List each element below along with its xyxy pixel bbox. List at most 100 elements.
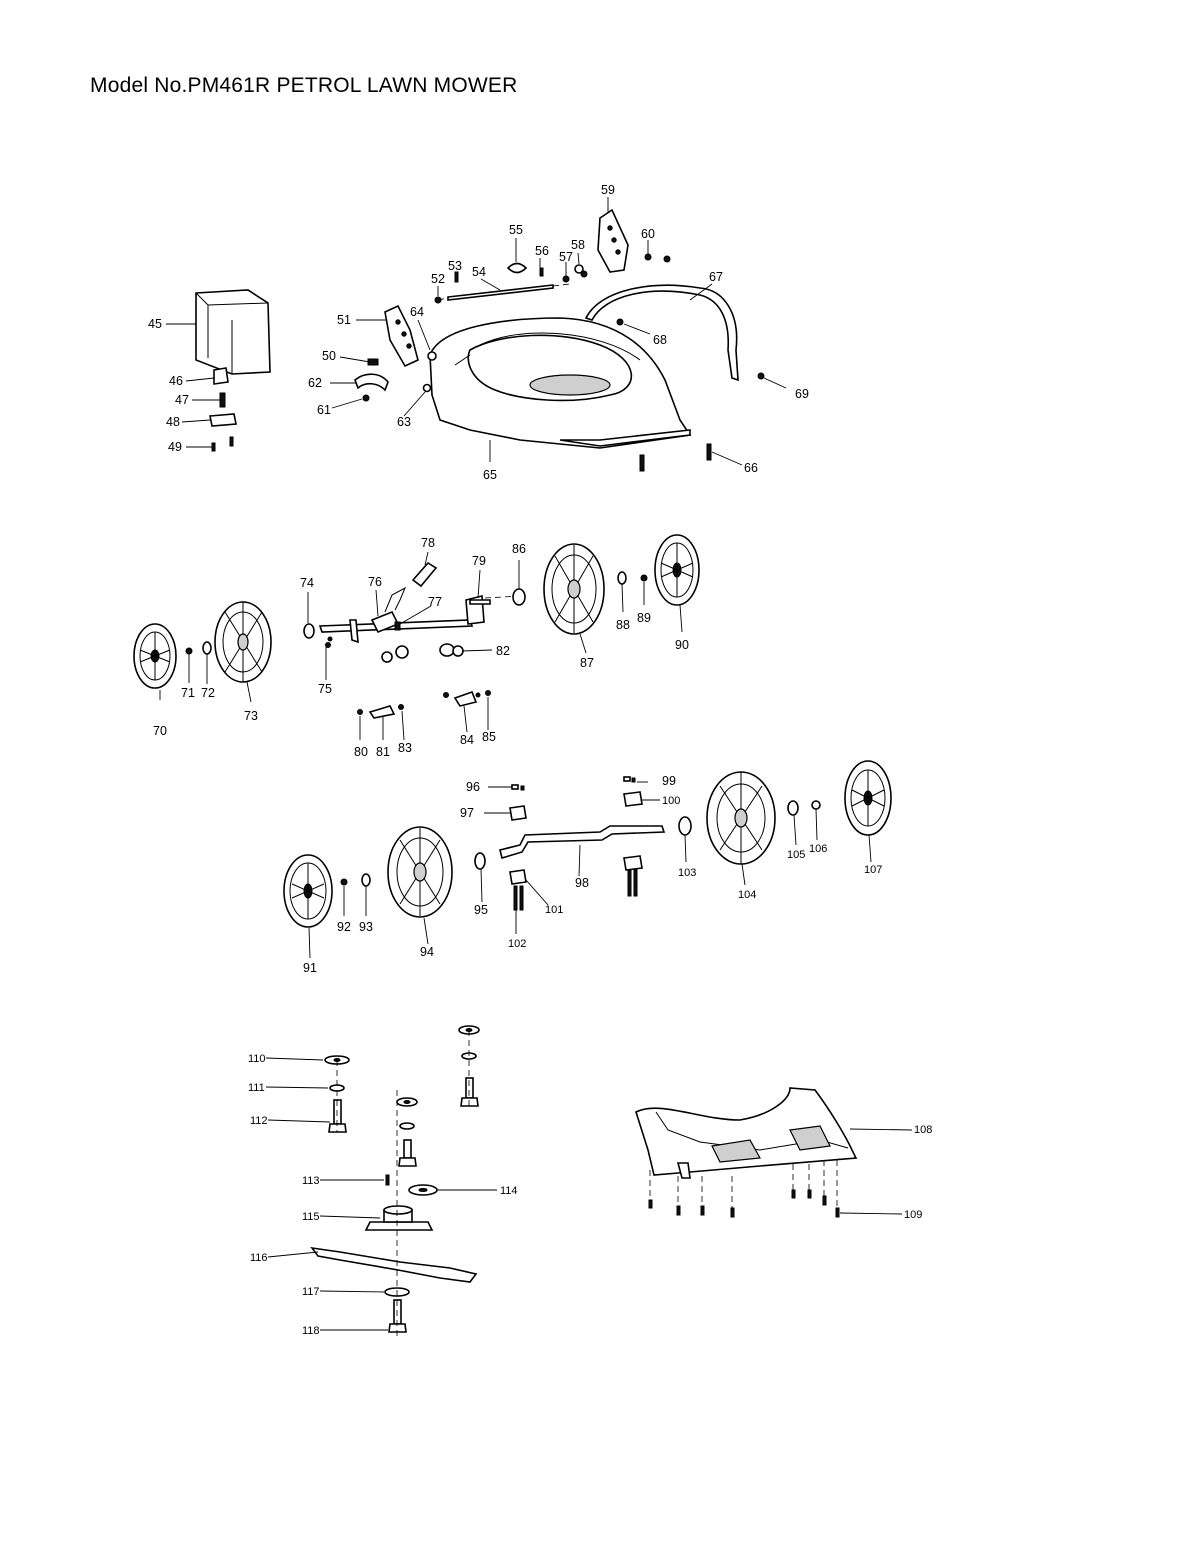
wheel-94: [387, 826, 453, 918]
front-axle-assembly: [318, 594, 491, 644]
label-68: 68: [653, 333, 667, 347]
label-67: 67: [709, 270, 723, 284]
hubcap-70: [133, 623, 177, 689]
blade-adapter-115: [364, 1205, 434, 1231]
svg-text:82: 82: [496, 644, 510, 658]
bolt-112: [328, 1099, 347, 1133]
svg-text:56: 56: [535, 244, 549, 258]
svg-text:101: 101: [545, 904, 563, 916]
label-81: 81: [376, 745, 390, 759]
nut-92: [340, 878, 348, 886]
nut-57: [562, 275, 570, 283]
label-107: 107: [864, 864, 882, 876]
svg-text:46: 46: [169, 374, 183, 388]
svg-text:86: 86: [512, 542, 526, 556]
nut-89: [640, 574, 648, 582]
svg-text:72: 72: [201, 686, 215, 700]
label-92: 92: [337, 920, 351, 934]
wheel-87: [543, 543, 605, 635]
svg-text:83: 83: [398, 741, 412, 755]
label-109: 109: [904, 1209, 922, 1221]
svg-text:75: 75: [318, 682, 332, 696]
label-73: 73: [244, 709, 258, 723]
wheel-73: [214, 601, 272, 683]
label-100: 100: [662, 795, 680, 807]
nut-71: [185, 647, 193, 655]
bearing-86: [512, 588, 526, 606]
svg-text:62: 62: [308, 376, 322, 390]
svg-text:81: 81: [376, 745, 390, 759]
svg-text:63: 63: [397, 415, 411, 429]
label-65: 65: [483, 468, 497, 482]
label-114: 114: [500, 1185, 518, 1197]
label-82: 82: [496, 644, 510, 658]
svg-text:102: 102: [508, 938, 526, 950]
blade-116: [310, 1246, 478, 1283]
svg-text:48: 48: [166, 415, 180, 429]
label-58: 58: [571, 238, 585, 252]
svg-text:118: 118: [302, 1325, 320, 1337]
blade-center-axis: [336, 1030, 470, 1340]
bolt-68: [616, 318, 624, 326]
label-76: 76: [368, 575, 382, 589]
svg-text:94: 94: [420, 945, 434, 959]
wheel-104: [706, 771, 776, 865]
adjuster-62: [354, 373, 389, 392]
label-93: 93: [359, 920, 373, 934]
svg-text:98: 98: [575, 876, 589, 890]
svg-text:79: 79: [472, 554, 486, 568]
label-111: 111: [248, 1082, 265, 1094]
nut-106: [811, 800, 821, 810]
mower-deck-65: [429, 317, 692, 449]
rod-79: [484, 595, 521, 599]
label-69: 69: [795, 387, 809, 401]
label-46: 46: [169, 374, 183, 388]
label-53: 53: [448, 259, 462, 273]
label-62: 62: [308, 376, 322, 390]
svg-text:106: 106: [809, 843, 827, 855]
label-70: 70: [153, 724, 167, 738]
hinge-46: [213, 367, 229, 385]
svg-text:110: 110: [248, 1053, 266, 1065]
clamp-84: [443, 690, 491, 707]
bearing-93: [361, 873, 371, 887]
label-72: 72: [201, 686, 215, 700]
nut-52: [434, 296, 442, 304]
svg-text:88: 88: [616, 618, 630, 632]
label-57: 57: [559, 250, 573, 264]
label-91: 91: [303, 961, 317, 975]
pin-56: [539, 267, 544, 277]
svg-text:67: 67: [709, 270, 723, 284]
clip-99: [623, 776, 636, 783]
label-50: 50: [322, 349, 336, 363]
screw-75: [325, 636, 333, 648]
label-118: 118: [302, 1325, 320, 1337]
axle-rod-54: [437, 283, 571, 301]
block-101: [509, 855, 643, 885]
spring-66: [639, 443, 712, 472]
svg-text:51: 51: [337, 313, 351, 327]
svg-text:77: 77: [428, 595, 442, 609]
svg-text:100: 100: [662, 795, 680, 807]
rear-flap-45: [195, 289, 271, 375]
bearing-72: [202, 641, 212, 655]
svg-text:61: 61: [317, 403, 331, 417]
svg-text:50: 50: [322, 349, 336, 363]
grip-78: [411, 561, 438, 588]
label-77: 77: [428, 595, 442, 609]
svg-text:57: 57: [559, 250, 573, 264]
bearing-105: [787, 800, 799, 816]
label-49: 49: [168, 440, 182, 454]
nut-69: [757, 372, 765, 380]
washer-64: [427, 351, 437, 361]
label-54: 54: [472, 265, 486, 279]
svg-text:99: 99: [662, 774, 676, 788]
svg-text:71: 71: [181, 686, 195, 700]
label-45: 45: [148, 317, 162, 331]
svg-text:80: 80: [354, 745, 368, 759]
label-64: 64: [410, 305, 424, 319]
bearing-95: [474, 852, 486, 870]
svg-text:117: 117: [302, 1286, 320, 1298]
label-98: 98: [575, 876, 589, 890]
label-60: 60: [641, 227, 655, 241]
